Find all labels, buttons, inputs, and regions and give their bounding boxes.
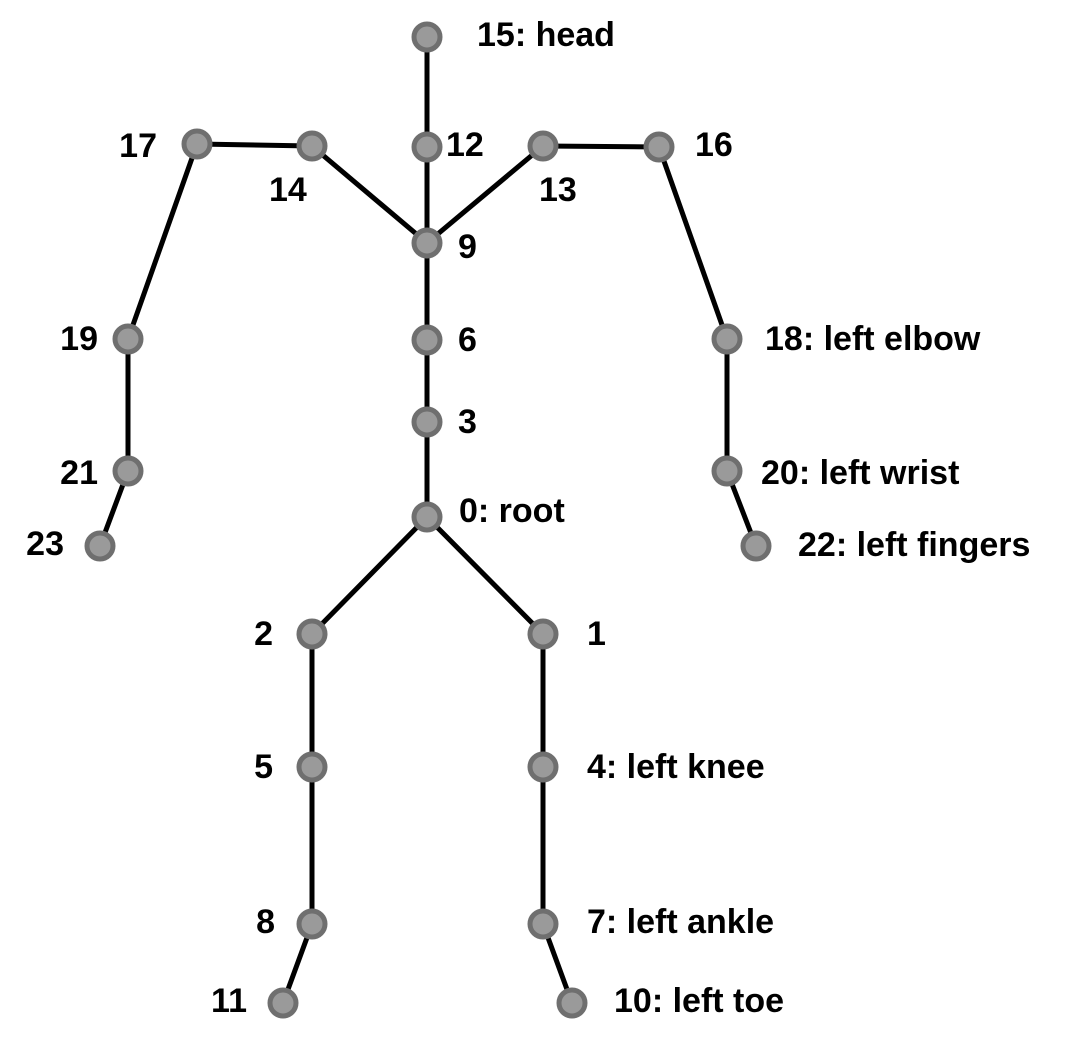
joint-12: [411, 131, 443, 163]
joint-22: [740, 530, 772, 562]
joint-label-6: 6: [458, 321, 477, 359]
joint-16: [643, 131, 675, 163]
joint-label-8: 8: [256, 903, 275, 941]
joint-label-15: 15: head: [477, 16, 615, 54]
joint-11: [267, 987, 299, 1019]
joint-8: [296, 908, 328, 940]
joint-label-5: 5: [254, 748, 273, 786]
joint-label-20: 20: left wrist: [761, 454, 959, 492]
joint-label-2: 2: [254, 615, 273, 653]
bone-16-18: [656, 144, 730, 342]
bone-0-1: [424, 514, 546, 637]
joint-21: [112, 455, 144, 487]
joint-10: [556, 987, 588, 1019]
joint-2: [296, 618, 328, 650]
bone-13-16: [540, 143, 662, 150]
joint-label-22: 22: left fingers: [798, 526, 1030, 564]
joint-6: [411, 324, 443, 356]
joint-20: [711, 455, 743, 487]
joint-label-19: 19: [60, 320, 98, 358]
joint-4: [527, 751, 559, 783]
joint-19: [112, 323, 144, 355]
joint-label-12: 12: [446, 126, 484, 164]
joint-label-4: 4: left knee: [587, 748, 765, 786]
joint-label-0: 0: root: [459, 492, 565, 530]
joint-label-9: 9: [458, 228, 477, 266]
joint-label-10: 10: left toe: [614, 982, 784, 1020]
joint-18: [711, 323, 743, 355]
joint-label-17: 17: [119, 127, 157, 165]
joint-23: [84, 530, 116, 562]
bone-9-13: [424, 143, 546, 246]
bone-17-19: [125, 141, 200, 342]
joint-0: [411, 501, 443, 533]
joint-label-13: 13: [539, 171, 577, 209]
joint-label-3: 3: [458, 403, 477, 441]
joint-label-7: 7: left ankle: [587, 903, 774, 941]
bone-0-2: [309, 514, 430, 637]
joint-13: [527, 130, 559, 162]
joint-label-14: 14: [269, 171, 307, 209]
joint-label-16: 16: [695, 126, 733, 164]
joint-3: [411, 406, 443, 438]
bone-9-14: [309, 143, 430, 246]
joint-label-1: 1: [587, 615, 606, 653]
joint-1: [527, 618, 559, 650]
joint-14: [296, 130, 328, 162]
joints-layer: [84, 21, 772, 1019]
joint-17: [181, 128, 213, 160]
joint-label-21: 21: [60, 454, 98, 492]
joint-label-11: 11: [211, 982, 247, 1020]
joint-9: [411, 227, 443, 259]
joint-15: [411, 21, 443, 53]
joint-label-23: 23: [26, 525, 64, 563]
joint-label-18: 18: left elbow: [765, 320, 981, 358]
joint-7: [527, 908, 559, 940]
joint-5: [296, 751, 328, 783]
bone-14-17: [194, 141, 315, 149]
